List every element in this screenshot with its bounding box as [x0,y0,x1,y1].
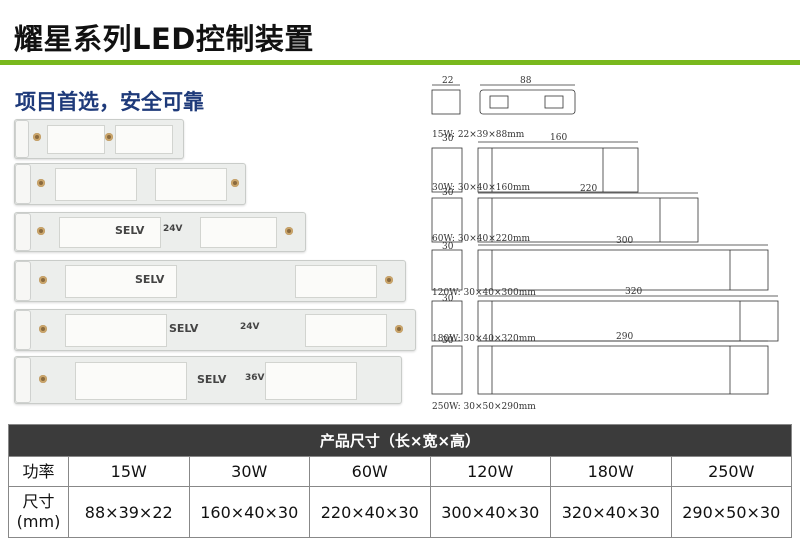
selv-mark: SELV [197,373,227,386]
dim-width-180w: 30 [442,294,454,304]
dim-width-250w: 30 [442,336,454,346]
dim-width-15w: 22 [442,76,454,86]
size-cell: 220×40×30 [309,486,431,538]
dim-length-60w: 220 [580,184,598,194]
power-cell: 15W [68,456,190,487]
driver-photo-30w [14,163,246,205]
dim-width-60w: 30 [442,188,454,198]
dim-width-30w: 30 [442,134,454,144]
dimension-drawings: 22 88 15W: 22×39×88mm 30 160 30W: 30×40×… [420,76,800,416]
driver-photo-15w [14,119,184,159]
dim-length-15w: 88 [520,76,532,86]
drawings-svg [431,84,779,395]
row-label-power: 功率 [8,456,69,487]
size-cell: 300×40×30 [429,486,551,538]
driver-photo-120w: SELV [14,260,406,302]
selv-mark: SELV [169,322,199,335]
size-cell: 290×50×30 [670,486,792,538]
driver-photo-250w: SELV 36V [14,356,402,404]
caption-15w: 15W: 22×39×88mm [432,130,525,140]
driver-photo-180w: SELV 24V [14,309,416,351]
size-cell: 320×40×30 [550,486,672,538]
dim-length-120w: 300 [616,236,634,246]
driver-photo-60w: SELV 24V [14,212,306,252]
size-cell: 88×39×22 [68,486,190,538]
caption-60w: 60W: 30×40×220mm [432,234,531,244]
row-label-size: 尺寸 (mm) [8,486,69,538]
power-cell: 250W [670,456,792,487]
selv-mark: SELV [115,224,145,237]
power-cell: 120W [429,456,551,487]
caption-180w: 180W: 30×40×320mm [432,334,536,344]
section-subtitle: 项目首选，安全可靠 [15,90,204,114]
power-cell: 180W [550,456,672,487]
dim-length-180w: 320 [625,287,643,297]
row-label-size-line2: (mm) [16,512,61,531]
voltage-mark: 36V [245,373,265,383]
caption-120w: 120W: 30×40×300mm [432,288,536,298]
dim-length-30w: 160 [550,133,568,143]
table-row-power: 功率 15W 30W 60W 120W 180W 250W [8,456,792,487]
voltage-mark: 24V [163,224,183,234]
size-cell: 160×40×30 [188,486,310,538]
dimension-table: 产品尺寸（长×宽×高） 功率 15W 30W 60W 120W 180W 250… [8,424,792,538]
table-row-size: 尺寸 (mm) 88×39×22 160×40×30 220×40×30 300… [8,486,792,538]
row-label-size-line1: 尺寸 [22,492,55,511]
dim-length-250w: 290 [616,332,634,342]
title-divider [0,60,800,65]
caption-30w: 30W: 30×40×160mm [432,183,531,193]
dim-width-120w: 30 [442,242,454,252]
voltage-mark: 24V [240,322,260,332]
selv-mark: SELV [135,273,165,286]
power-cell: 30W [188,456,310,487]
power-cell: 60W [309,456,431,487]
table-header: 产品尺寸（长×宽×高） [8,424,792,457]
caption-250w: 250W: 30×50×290mm [432,402,536,412]
page-title: 耀星系列LED控制装置 [14,22,314,56]
